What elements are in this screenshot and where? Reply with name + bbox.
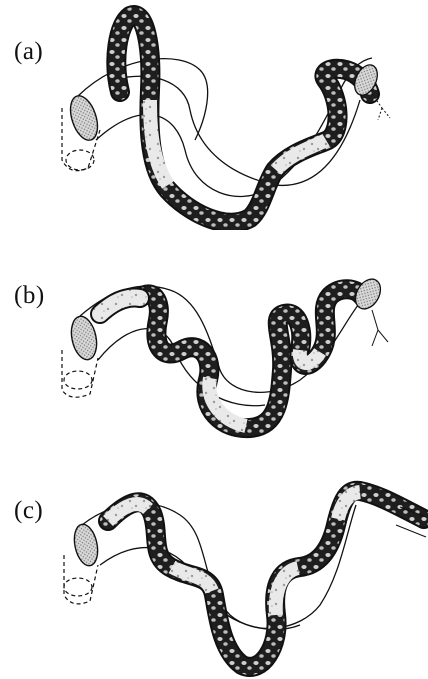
panel-b: (b) [0, 230, 428, 455]
snake-body-a [116, 15, 370, 223]
snake-body-c [108, 491, 424, 667]
tube-opening [71, 522, 101, 568]
snake-diagram-a [0, 0, 428, 230]
snake-diagram-c [0, 455, 428, 679]
snake-body-b [100, 289, 362, 428]
panel-a: (a) [0, 0, 428, 230]
tube-opening [65, 92, 102, 143]
panel-c: (c) [0, 455, 428, 679]
snake-diagram-b [0, 230, 428, 455]
